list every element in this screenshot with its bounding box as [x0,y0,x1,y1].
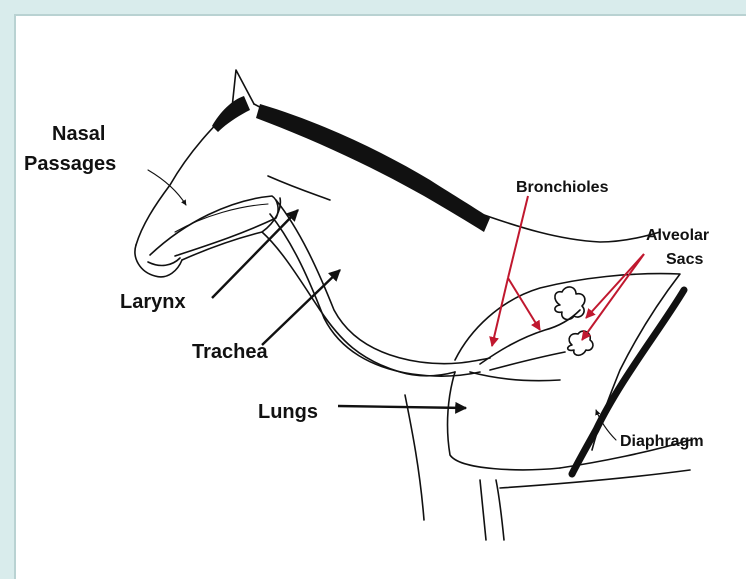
lungs-outline [455,274,680,450]
label-alveolar-2: Sacs [666,251,703,268]
mane [212,96,490,232]
label-diaphragm: Diaphragm [620,433,704,450]
label-nasal-2: Passages [24,153,116,175]
label-nasal-1: Nasal [52,123,105,145]
red-pointers [492,196,644,346]
label-trachea: Trachea [192,341,268,363]
trachea-tube [270,200,490,376]
label-lungs: Lungs [258,401,318,423]
label-bronchioles: Bronchioles [516,179,609,196]
label-alveolar-1: Alveolar [646,227,709,244]
label-larynx: Larynx [120,291,186,313]
